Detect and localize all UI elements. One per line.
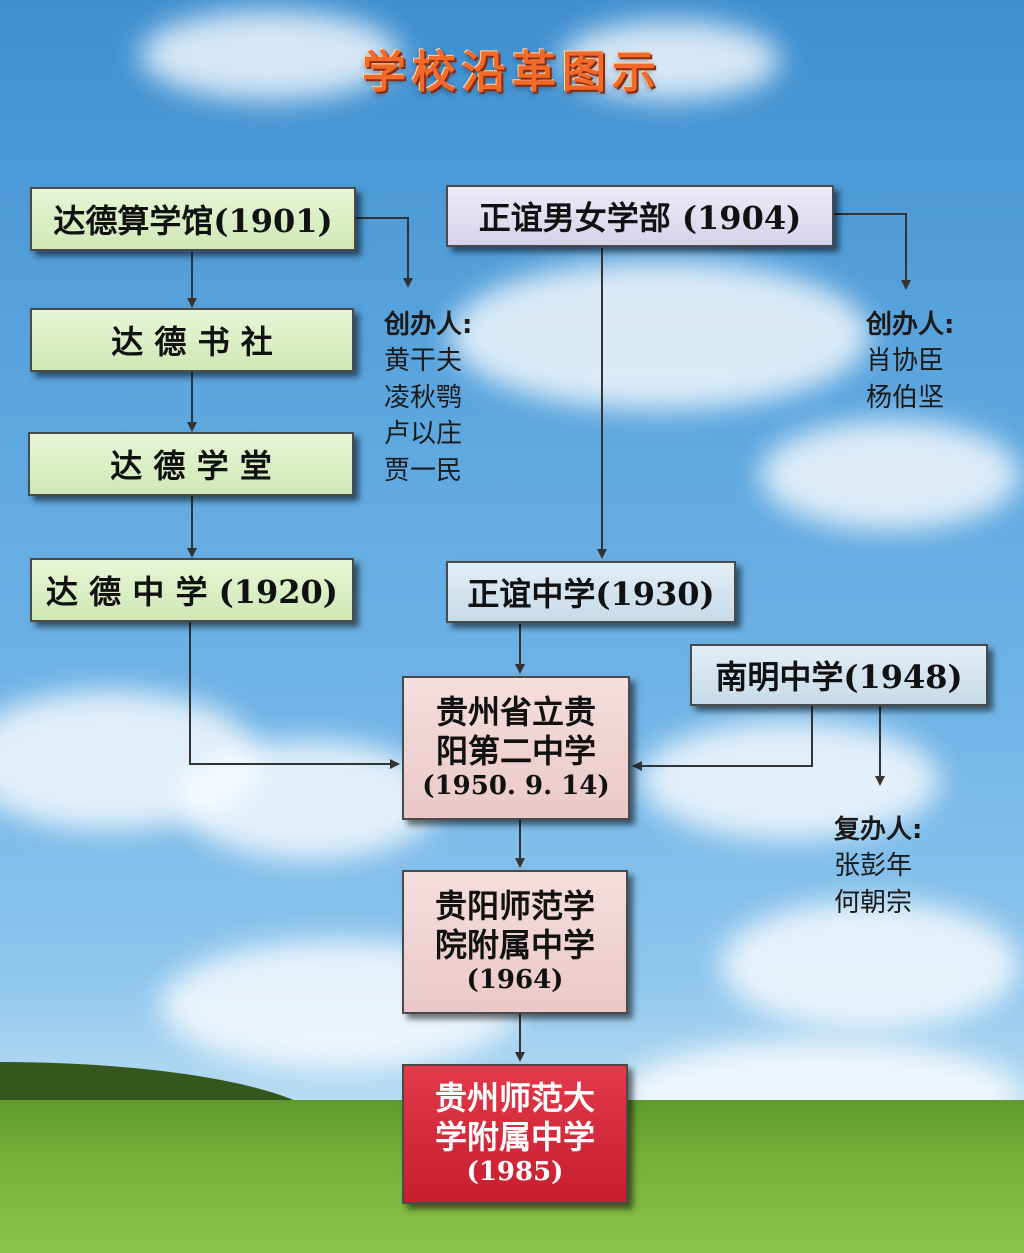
box-nanming-zhongxue: 南明中学(1948) bbox=[690, 644, 988, 706]
founder-name: 黄干夫 bbox=[384, 346, 463, 377]
box-zhengyi-zhongxue: 正谊中学(1930) bbox=[446, 561, 736, 623]
box-guizhou-shifan-daxue-fuzhong: 贵州师范大 学附属中学 (1985) bbox=[402, 1064, 628, 1204]
box-label: 达德算学馆(1901) bbox=[53, 202, 333, 240]
box-label: 达 德 书 社 bbox=[111, 323, 273, 361]
box-dade-suanxueguan: 达德算学馆(1901) bbox=[30, 187, 356, 251]
founder-name: 凌秋鹗 bbox=[384, 382, 463, 413]
box-label: 正谊男女学部 (1904) bbox=[478, 199, 802, 237]
founders-heading: 创办人: bbox=[384, 310, 473, 340]
founders-heading: 创办人: bbox=[866, 310, 955, 340]
founder-name: 卢以庄 bbox=[384, 419, 463, 450]
box-date: (1964) bbox=[466, 965, 564, 996]
box-label: 正谊中学(1930) bbox=[467, 575, 715, 613]
founder-name: 肖协臣 bbox=[866, 346, 945, 377]
box-dade-zhongxue: 达 德 中 学 (1920) bbox=[30, 558, 354, 622]
box-dade-shushe: 达 德 书 社 bbox=[30, 308, 354, 372]
refounders-heading: 复办人: bbox=[834, 815, 923, 845]
founders-dade: 创办人: 黄干夫 凌秋鹗 卢以庄 贾一民 bbox=[384, 307, 472, 489]
founder-name: 杨伯坚 bbox=[866, 382, 945, 413]
box-label: 达 德 中 学 (1920) bbox=[46, 573, 338, 611]
box-label: 南明中学(1948) bbox=[715, 658, 963, 696]
box-line: 院附属中学 bbox=[434, 926, 595, 965]
refounder-name: 张彭年 bbox=[834, 851, 913, 882]
box-line: 阳第二中学 bbox=[435, 732, 596, 771]
box-line: 贵阳师范学 bbox=[434, 887, 595, 926]
box-dade-xuetang: 达 德 学 堂 bbox=[28, 432, 354, 496]
founders-zhengyi: 创办人: 肖协臣 杨伯坚 bbox=[866, 307, 954, 416]
page-title: 学校沿革图示 bbox=[362, 47, 662, 98]
box-label: 达 德 学 堂 bbox=[110, 447, 272, 485]
box-date: (1985) bbox=[466, 1157, 564, 1188]
box-date: (1950. 9. 14) bbox=[422, 771, 610, 802]
box-zhengyi-nannv-xuebu: 正谊男女学部 (1904) bbox=[446, 185, 834, 247]
founder-name: 贾一民 bbox=[384, 455, 463, 486]
refounders-nanming: 复办人: 张彭年 何朝宗 bbox=[834, 812, 922, 921]
box-line: 贵州省立贵 bbox=[435, 693, 596, 732]
refounder-name: 何朝宗 bbox=[834, 887, 913, 918]
box-guizhou-shengli-erzhong: 贵州省立贵 阳第二中学 (1950. 9. 14) bbox=[402, 676, 630, 820]
box-line: 贵州师范大 bbox=[434, 1079, 595, 1118]
box-guiyang-shifan-xueyuan-fuzhong: 贵阳师范学 院附属中学 (1964) bbox=[402, 870, 628, 1014]
box-line: 学附属中学 bbox=[434, 1118, 595, 1157]
